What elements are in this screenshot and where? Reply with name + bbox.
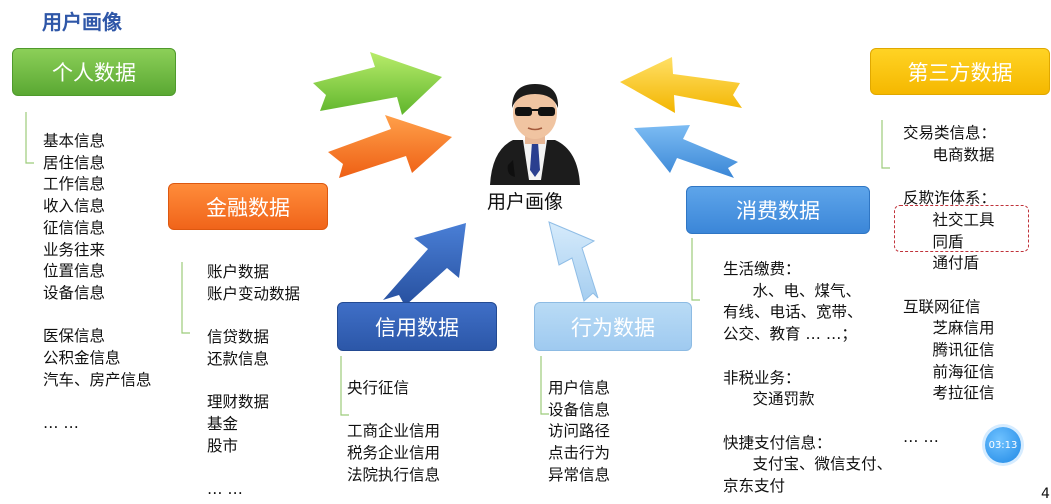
list-item <box>207 371 300 393</box>
list-item: 还款信息 <box>207 349 270 368</box>
behavior-data-box: 行为数据 <box>534 302 692 351</box>
list-item <box>903 275 996 297</box>
list-item <box>43 305 152 327</box>
list-item: 通付盾 <box>903 254 980 273</box>
arrow-icon <box>634 125 738 178</box>
list-item: 电商数据 <box>903 145 995 164</box>
list-item: 位置信息 <box>43 262 106 281</box>
personal-data-box: 个人数据 <box>12 48 176 96</box>
list-item: 京东支付 <box>723 477 786 496</box>
list-item <box>43 391 152 413</box>
list-item: 同盾 <box>903 232 964 251</box>
list-item: 前海征信 <box>903 362 995 381</box>
arrow-icon <box>383 223 466 306</box>
behavior-data-list: 用户信息设备信息访问路径点击行为异常信息 <box>548 378 610 487</box>
third-party-data-box: 第三方数据 <box>870 48 1050 95</box>
list-item: 公交、教育 … …； <box>723 325 857 344</box>
list-item <box>903 405 996 427</box>
list-item: 汽车、房产信息 <box>43 370 152 389</box>
list-item: 芝麻信用 <box>903 319 995 338</box>
list-item: 央行征信 <box>347 379 410 397</box>
list-item: 医保信息 <box>43 327 106 346</box>
arrow-icon <box>313 52 442 115</box>
list-item: 水、电、煤气、 <box>723 281 862 300</box>
arrow-icon <box>328 115 452 178</box>
list-item: 居住信息 <box>43 153 106 172</box>
list-item: 点击行为 <box>548 444 611 463</box>
list-item <box>207 457 300 479</box>
list-item: 收入信息 <box>43 197 106 216</box>
list-item <box>723 411 892 433</box>
list-item: 腾讯征信 <box>903 341 995 360</box>
list-item: 信贷数据 <box>207 328 270 347</box>
list-item: 账户数据 <box>207 263 270 281</box>
list-item: 征信信息 <box>43 218 106 237</box>
personal-data-list: 基本信息居住信息工作信息收入信息征信信息业务往来位置信息设备信息 医保信息公积金… <box>43 131 152 435</box>
list-item: 支付宝、微信支付、 <box>723 455 893 474</box>
timer-badge[interactable]: 03:13 <box>985 427 1021 463</box>
list-item: 有线、电话、宽带、 <box>723 303 863 322</box>
list-item: 法院执行信息 <box>347 465 441 484</box>
list-item: 访问路径 <box>548 422 611 441</box>
list-item: 反欺诈体系： <box>903 189 997 208</box>
list-item: 设备信息 <box>548 400 611 419</box>
list-item: 考拉征信 <box>903 384 995 403</box>
list-item: 社交工具 <box>903 210 995 229</box>
list-item: 生活缴费： <box>723 260 801 278</box>
financial-data-list: 账户数据账户变动数据 信贷数据还款信息 理财数据基金股市 … … <box>207 262 300 501</box>
list-item: 用户信息 <box>548 379 611 397</box>
list-item <box>903 166 996 188</box>
list-item: 基金 <box>207 414 239 433</box>
bracket-lines <box>25 112 890 416</box>
list-item: … … <box>207 480 243 499</box>
list-item: 互联网征信 <box>903 297 981 316</box>
list-item: 设备信息 <box>43 283 106 302</box>
list-item: 公积金信息 <box>43 349 121 368</box>
list-item: 快捷支付信息： <box>723 433 832 452</box>
list-item <box>723 346 892 368</box>
list-item: 理财数据 <box>207 393 270 412</box>
list-item: 股市 <box>207 436 239 455</box>
list-item: 交通罚款 <box>723 390 815 409</box>
credit-data-box: 信用数据 <box>337 302 497 351</box>
list-item <box>207 305 300 327</box>
highlight-dashed-box <box>894 205 1029 252</box>
list-item: 基本信息 <box>43 132 106 150</box>
arrow-icon <box>620 57 742 113</box>
list-item: 税务企业信用 <box>347 444 441 463</box>
list-item: 非税业务： <box>723 368 801 387</box>
page-title: 用户画像 <box>42 10 122 34</box>
arrow-icon <box>548 221 599 302</box>
financial-data-box: 金融数据 <box>168 183 328 230</box>
consumption-data-box: 消费数据 <box>686 186 870 234</box>
list-item: 交易类信息： <box>903 124 997 142</box>
list-item: 账户变动数据 <box>207 284 301 303</box>
page-number: 4 <box>1041 486 1050 502</box>
consumption-data-list: 生活缴费： 水、电、煤气、有线、电话、宽带、公交、教育 … …； 非税业务： 交… <box>723 259 892 498</box>
list-item: 工作信息 <box>43 175 106 194</box>
list-item: 异常信息 <box>548 465 611 484</box>
list-item: … … <box>43 414 79 433</box>
list-item: 业务往来 <box>43 240 106 259</box>
list-item <box>347 400 440 422</box>
person-with-sunglasses-icon <box>490 84 580 185</box>
list-item: … … <box>903 427 939 446</box>
list-item: 工商企业信用 <box>347 422 441 441</box>
credit-data-list: 央行征信 工商企业信用税务企业信用法院执行信息 <box>347 378 440 487</box>
center-label: 用户画像 <box>487 191 564 213</box>
third-party-data-list: 交易类信息： 电商数据 反欺诈体系： 社交工具 同盾 通付盾 互联网征信 芝麻信… <box>903 123 996 449</box>
